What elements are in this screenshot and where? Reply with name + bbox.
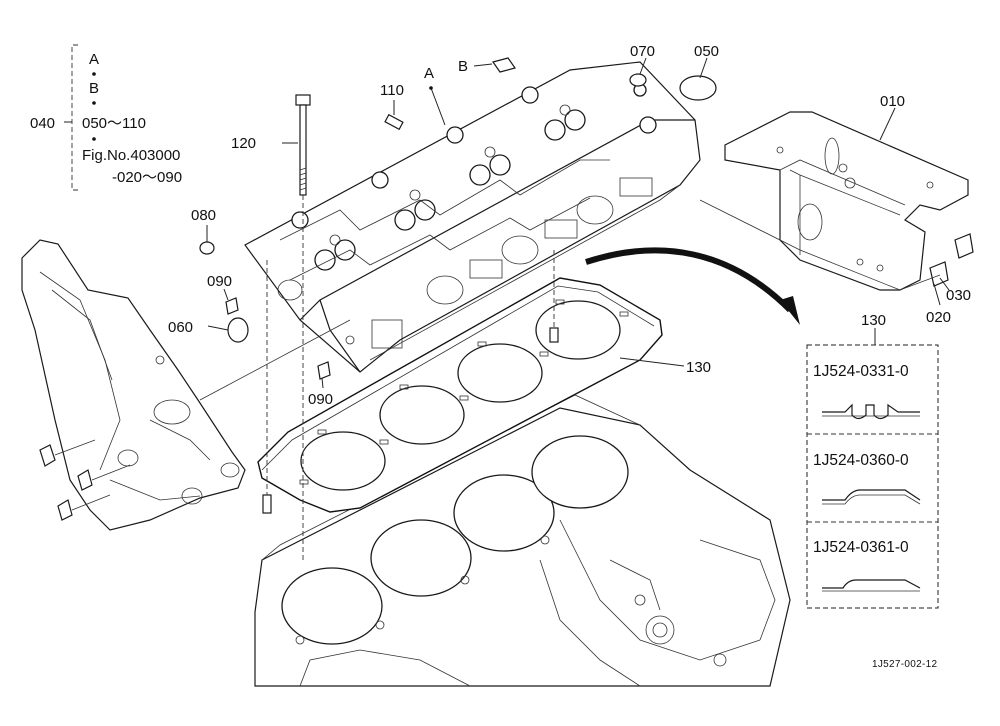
- rear-bracket-drawing: [699, 111, 974, 291]
- dowel-lower: [262, 494, 272, 514]
- group-item-figure-range: -020～090: [112, 169, 182, 186]
- leader-lines: [206, 57, 950, 389]
- callout-110: 110: [380, 82, 404, 99]
- callout-080: 080: [191, 207, 216, 224]
- bolt-head: [295, 94, 311, 106]
- figure-reference: 1J527-002-12: [872, 659, 937, 670]
- bullet-dot: [92, 137, 96, 141]
- bullet-dot: [92, 72, 96, 76]
- plug-090-lower: [317, 361, 331, 380]
- plug-080: [199, 241, 215, 255]
- callout-050: 050: [694, 43, 719, 60]
- bullet-dot: [92, 101, 96, 105]
- callout-090-upper: 090: [207, 273, 232, 290]
- group-number: 040: [30, 115, 55, 132]
- callout-labels: 120 110 A B 070 050 010 030 020 080 090 …: [168, 43, 971, 408]
- gasket-options-title: 130: [861, 312, 886, 329]
- group-item-range: 050～110: [82, 115, 146, 132]
- cylinder-head-drawing: [244, 61, 701, 373]
- callout-060: 060: [168, 319, 193, 336]
- gasket-option-3-profile: [822, 579, 921, 589]
- bolt-shank: [299, 104, 307, 196]
- oil-seal-070: [629, 73, 647, 87]
- cap-050: [679, 75, 717, 101]
- turnover-arrow: [585, 247, 800, 325]
- callout-120: 120: [231, 135, 256, 152]
- group-item-figure: Fig.No.403000: [82, 147, 180, 164]
- gasket-options-panel: 130 1J524-0331-0 1J524-0360-0 1J524-0361…: [806, 312, 939, 609]
- plug-090-upper: [225, 297, 239, 315]
- seal-060: [227, 317, 249, 343]
- group-item-b: B: [89, 80, 99, 97]
- cylinder-head-gasket-drawing: [257, 277, 663, 513]
- cylinder-block-drawing: [254, 394, 791, 687]
- callout-010: 010: [880, 93, 905, 110]
- group-item-a: A: [89, 51, 99, 68]
- small-parts-drawing: [199, 57, 717, 560]
- gasket-option-1-part-number: 1J524-0331-0: [813, 363, 909, 380]
- group-note: 040 A B 050～110 Fig.No.403000 -020～090: [30, 44, 182, 191]
- gasket-option-2-part-number: 1J524-0360-0: [813, 452, 909, 469]
- callout-070: 070: [630, 43, 655, 60]
- callout-020: 020: [926, 309, 951, 326]
- plug-b: [492, 57, 516, 73]
- gasket-option-3-part-number: 1J524-0361-0: [813, 539, 909, 556]
- dowel-pin: [384, 113, 404, 131]
- callout-090-lower: 090: [308, 391, 333, 408]
- callout-130: 130: [686, 359, 711, 376]
- gasket-option-2-profile: [822, 489, 921, 501]
- callout-letter-a: A: [424, 65, 434, 82]
- front-bracket-drawing: [21, 239, 351, 531]
- callout-030: 030: [946, 287, 971, 304]
- callout-letter-b: B: [458, 58, 468, 75]
